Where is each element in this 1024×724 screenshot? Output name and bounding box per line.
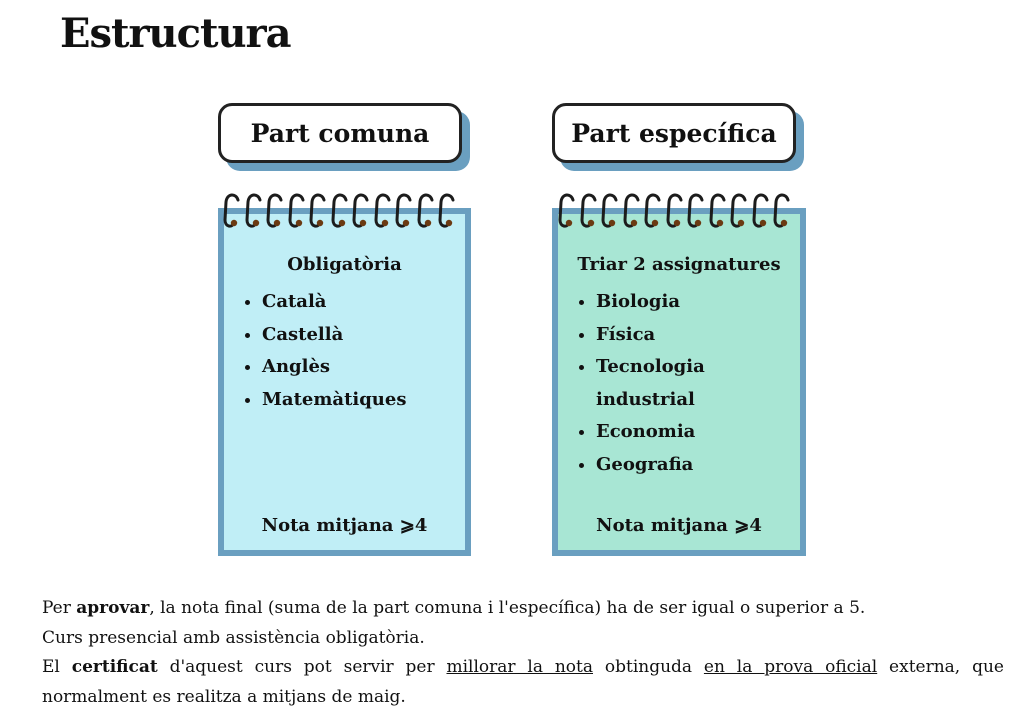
spiral-ring-icon (438, 192, 456, 230)
part-especifica-notebook: Triar 2 assignatures Biologia Física Tec… (552, 208, 806, 556)
spiral-ring-icon (395, 192, 413, 230)
list-item: Biologia (596, 286, 776, 319)
spiral-ring-icon (708, 192, 727, 230)
spiral-ring-icon (665, 192, 684, 230)
spiral-ring-icon (579, 192, 598, 230)
notebook-footer: Nota mitjana ⩾4 (596, 515, 762, 536)
list-item: Matemàtiques (262, 384, 406, 417)
spiral-ring-icon (687, 192, 705, 230)
spiral-ring-icon (309, 192, 327, 230)
notebook-subtitle: Obligatòria (287, 254, 402, 275)
spiral-ring-icon (773, 192, 791, 230)
notebook-footer: Nota mitjana ⩾4 (261, 515, 428, 536)
spiral-ring-icon (373, 192, 392, 230)
list-item: Català (262, 286, 406, 319)
spiral-ring-icon (266, 192, 284, 230)
list-item: Economia (596, 416, 776, 449)
description-text: Per aprovar, la nota final (suma de la p… (42, 598, 1004, 707)
part-comuna-notebook: Obligatòria Català Castellà Anglès Matem… (218, 208, 471, 556)
part-comuna-header: Part comuna (218, 103, 462, 163)
subject-list: Biologia Física Tecnologia industrial Ec… (572, 286, 776, 481)
notebook-subtitle: Triar 2 assignatures (577, 254, 781, 275)
spiral-ring-icon (330, 192, 349, 230)
spiral-ring-icon (601, 192, 619, 230)
spiral-ring-icon (352, 192, 370, 230)
spiral-ring-icon (644, 192, 662, 230)
spiral-ring-icon (558, 192, 576, 230)
spiral-ring-icon (730, 192, 748, 230)
list-item: Castellà (262, 319, 406, 352)
spiral-ring-icon (751, 192, 770, 230)
spiral-ring-icon (223, 192, 241, 230)
spiral-binding-right (558, 192, 791, 232)
list-item: Anglès (262, 351, 406, 384)
spiral-ring-icon (622, 192, 641, 230)
spiral-ring-icon (416, 192, 435, 230)
list-item: Geografia (596, 449, 776, 482)
subject-list: Català Castellà Anglès Matemàtiques (238, 286, 406, 416)
list-item: Tecnologia industrial (596, 351, 776, 416)
spiral-ring-icon (287, 192, 306, 230)
list-item: Física (596, 319, 776, 352)
page-title: Estructura (60, 10, 292, 57)
spiral-binding-left (223, 192, 456, 232)
spiral-ring-icon (244, 192, 263, 230)
part-especifica-header: Part específica (552, 103, 796, 163)
